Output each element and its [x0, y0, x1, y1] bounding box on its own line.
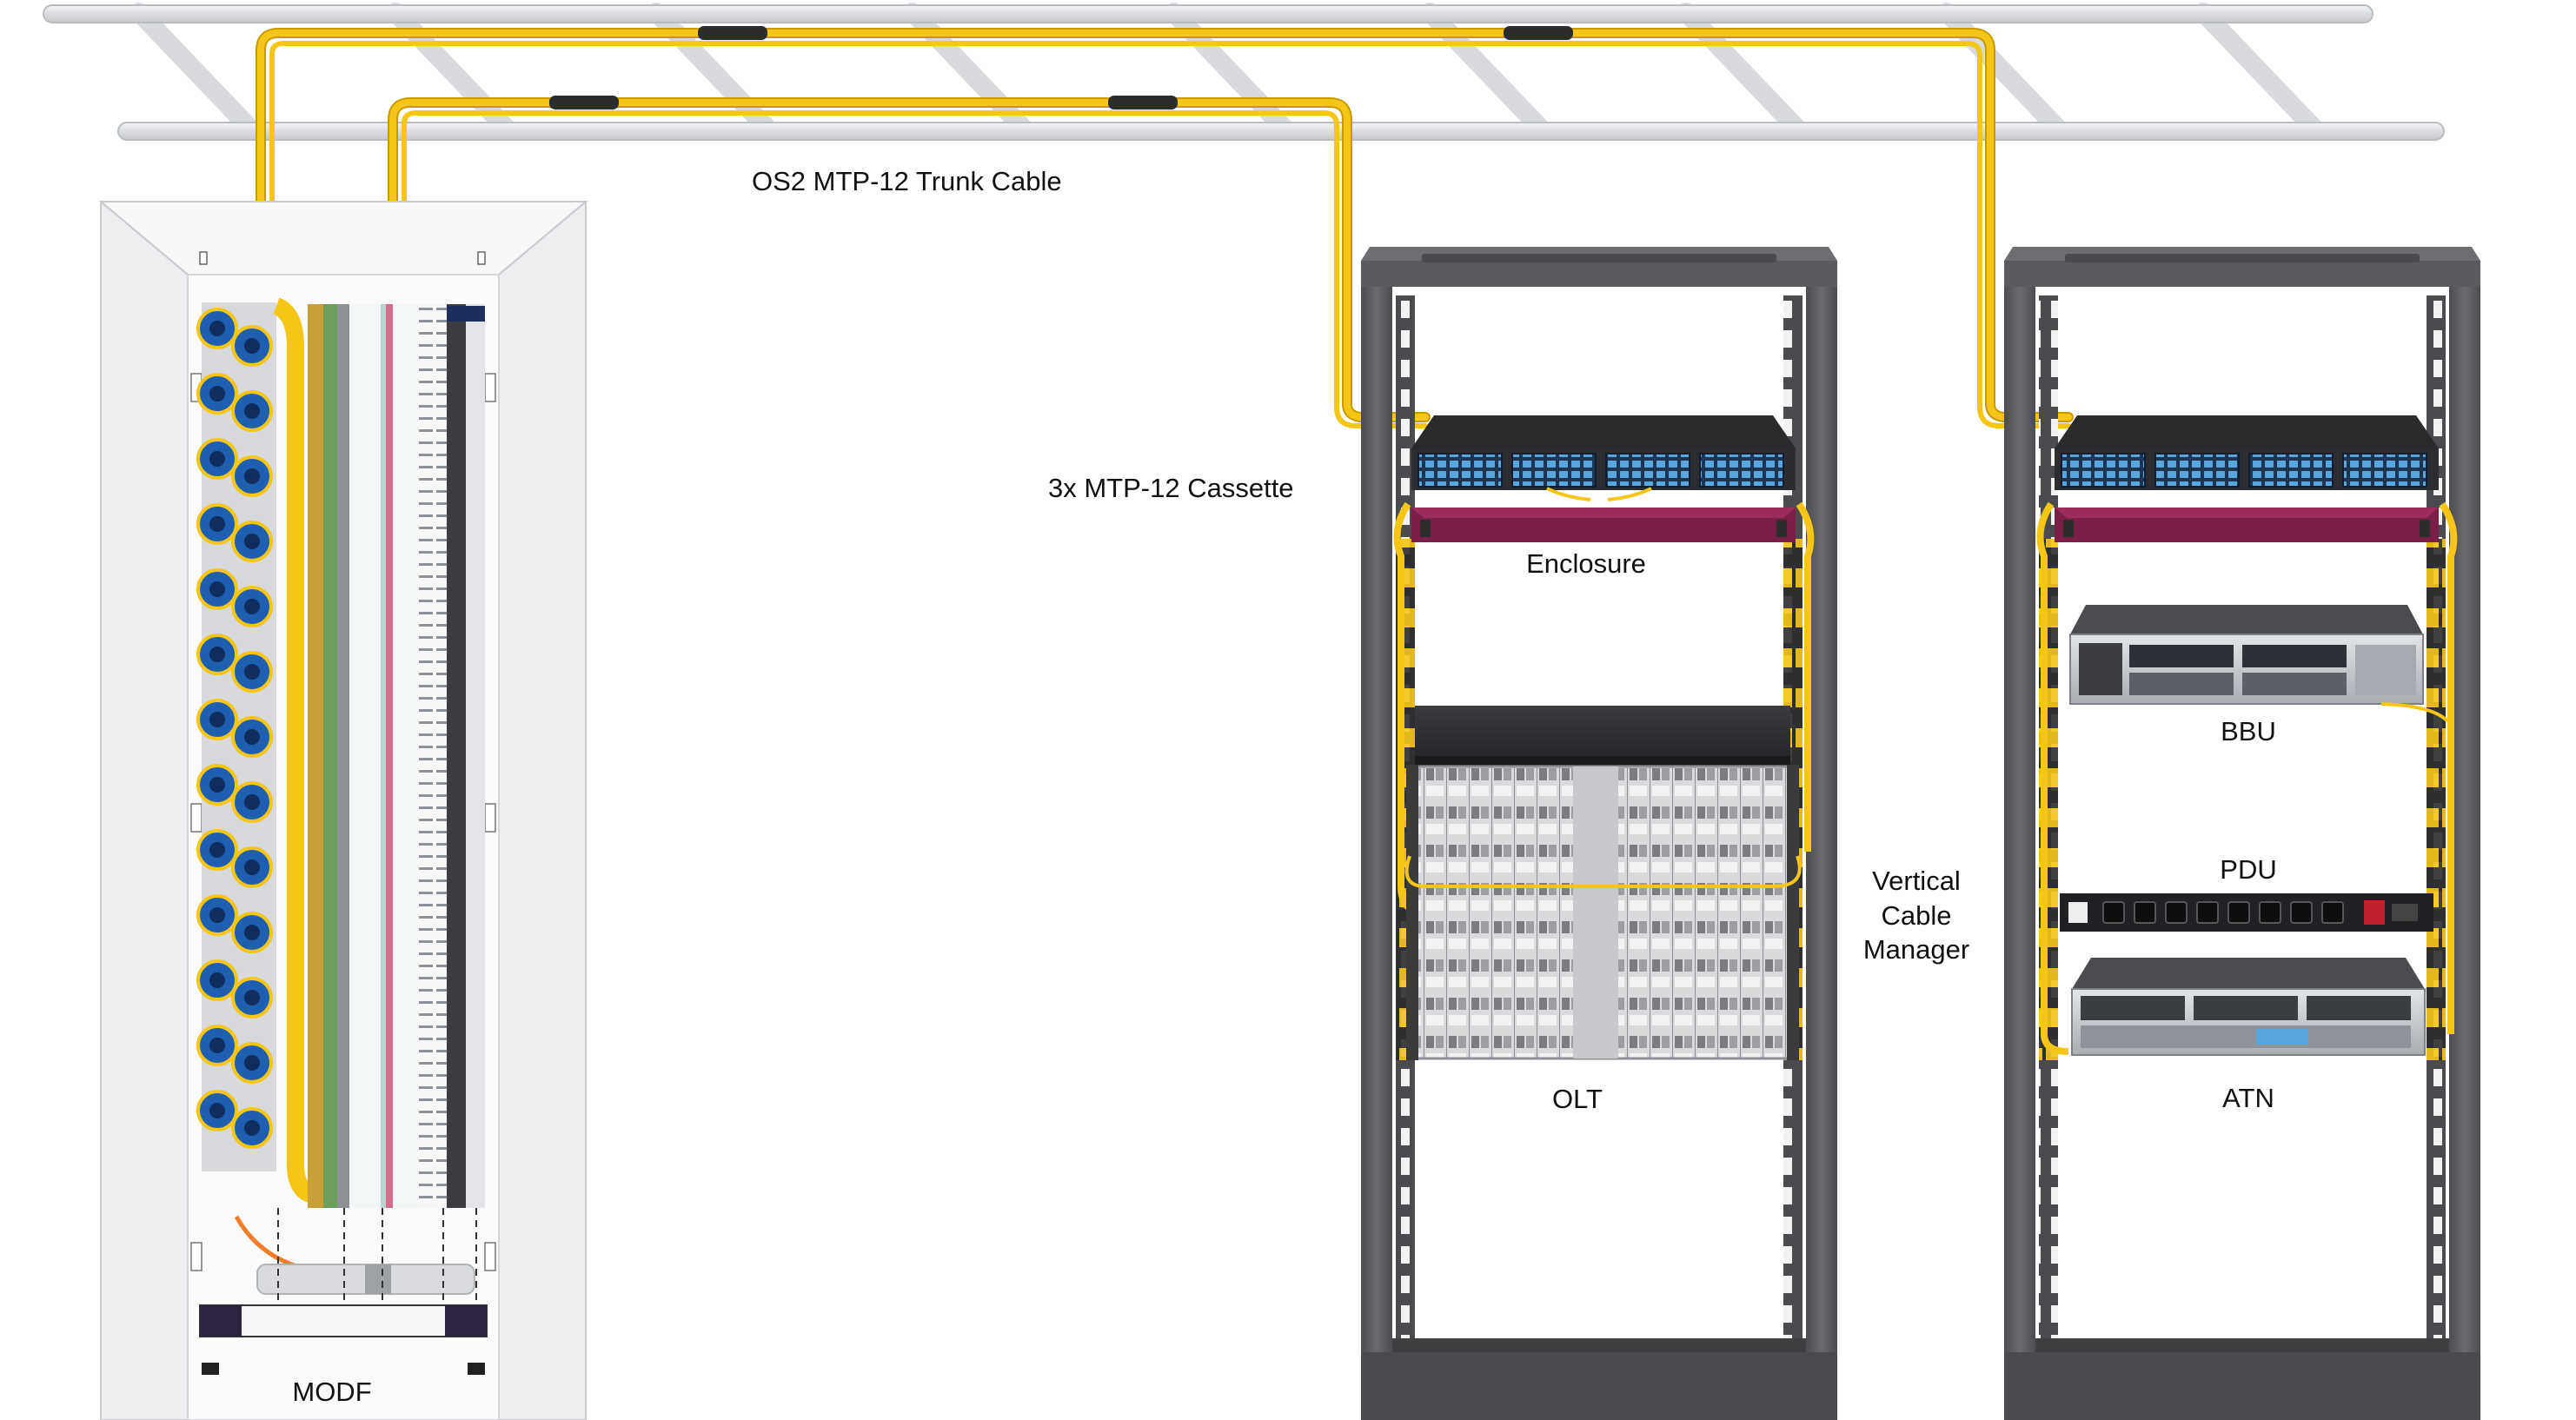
- olt-device: [1404, 706, 1802, 1060]
- vcm-line-1: Vertical: [1872, 866, 1961, 896]
- pdu-outlet: [2227, 901, 2250, 924]
- fiber-reel-hub: [209, 712, 225, 727]
- pdu-label: PDU: [2220, 854, 2277, 885]
- fiber-reel-hub: [209, 647, 225, 662]
- fiber-reel-hub: [209, 777, 225, 793]
- olt-label: OLT: [1552, 1084, 1603, 1114]
- right-rack: [2004, 247, 2480, 1420]
- modf-label: MODF: [292, 1377, 372, 1407]
- fiber-reel-hub: [209, 842, 225, 858]
- trunk-cable-label: OS2 MTP-12 Trunk Cable: [752, 166, 1062, 196]
- rack-top: [1361, 261, 1837, 287]
- tray-rung: [2194, 3, 2326, 140]
- tray-rung: [129, 3, 262, 140]
- cassette-label: 3x MTP-12 Cassette: [1048, 473, 1294, 503]
- fiber-reel-hub: [209, 1038, 225, 1053]
- atn-device: [2071, 958, 2426, 1056]
- fiber-reel-hub: [244, 468, 260, 484]
- fiber-reel-hub: [244, 794, 260, 810]
- fiber-reel-hub: [244, 990, 260, 1005]
- pdu-outlet: [2102, 901, 2125, 924]
- rack-right-post: [1806, 287, 1837, 1420]
- vertical-cable-manager-label: Vertical Cable Manager: [1863, 864, 1969, 967]
- fiber-reel-hub: [244, 859, 260, 875]
- cassette-port-block: [1699, 453, 1784, 488]
- cassette-port-block: [1605, 453, 1690, 488]
- fiber-reel-hub: [244, 925, 260, 940]
- rack-left-post: [1361, 287, 1392, 1420]
- fiber-reel-hub: [209, 321, 225, 336]
- bbu-label: BBU: [2221, 716, 2276, 746]
- fiber-reel-hub: [244, 338, 260, 354]
- vcm-line-3: Manager: [1862, 934, 1970, 965]
- cassette-port-block: [2248, 453, 2334, 488]
- rack-top-vent: [2065, 254, 2420, 262]
- rack-top: [2004, 261, 2480, 287]
- fiber-reel-hub: [209, 907, 225, 923]
- fiber-reel-hub: [209, 1103, 225, 1118]
- fiber-reel-hub: [244, 1120, 260, 1136]
- trunk-cables: [256, 26, 2074, 428]
- enclosure-label: Enclosure: [1526, 548, 1646, 579]
- cassette-enclosure-right: [2036, 415, 2458, 1055]
- rack-left-post: [2004, 287, 2035, 1420]
- pdu-outlet: [2165, 901, 2188, 924]
- rack-top-vent: [1422, 254, 1776, 262]
- pdu-outlet: [2196, 901, 2219, 924]
- fiber-reel-hub: [244, 729, 260, 745]
- cassette-port-block: [1417, 453, 1503, 488]
- cassette-port-block: [2061, 453, 2146, 488]
- pdu-outlet: [2321, 901, 2344, 924]
- pdu-outlet: [2290, 901, 2313, 924]
- pdu-outlet: [2134, 901, 2156, 924]
- fiber-reel-hub: [209, 581, 225, 597]
- pdu-device: [2060, 893, 2433, 932]
- fiber-reel-hub: [209, 516, 225, 532]
- cassette-port-block: [2342, 453, 2427, 488]
- fiber-reel-hub: [244, 1055, 260, 1071]
- vcm-line-2: Cable: [1881, 899, 1952, 931]
- fiber-reel-hub: [244, 534, 260, 549]
- fiber-reel-hub: [244, 403, 260, 419]
- tray-rail-back: [43, 4, 2374, 23]
- rack-bottom-bar: [1392, 1338, 1806, 1356]
- pdu-outlet: [2259, 901, 2281, 924]
- rack-plinths: [1361, 1352, 2480, 1420]
- tray-rail-front: [117, 122, 2445, 141]
- fiber-reel-hub: [209, 386, 225, 401]
- cassette-port-block: [2154, 453, 2240, 488]
- rack-bottom-bar: [2035, 1338, 2449, 1356]
- cassette-port-block: [1511, 453, 1597, 488]
- modf-cabinet: [98, 201, 588, 1420]
- cassette-enclosure-middle: [1393, 415, 1815, 916]
- fiber-reel-hub: [244, 664, 260, 680]
- atn-label: ATN: [2222, 1083, 2274, 1113]
- vertical-cable-manager-right: [2427, 539, 2446, 1060]
- fiber-reel-hub: [244, 599, 260, 614]
- bbu-device: [2069, 605, 2449, 723]
- fiber-reel-hub: [209, 451, 225, 467]
- fiber-reel-hub: [209, 972, 225, 988]
